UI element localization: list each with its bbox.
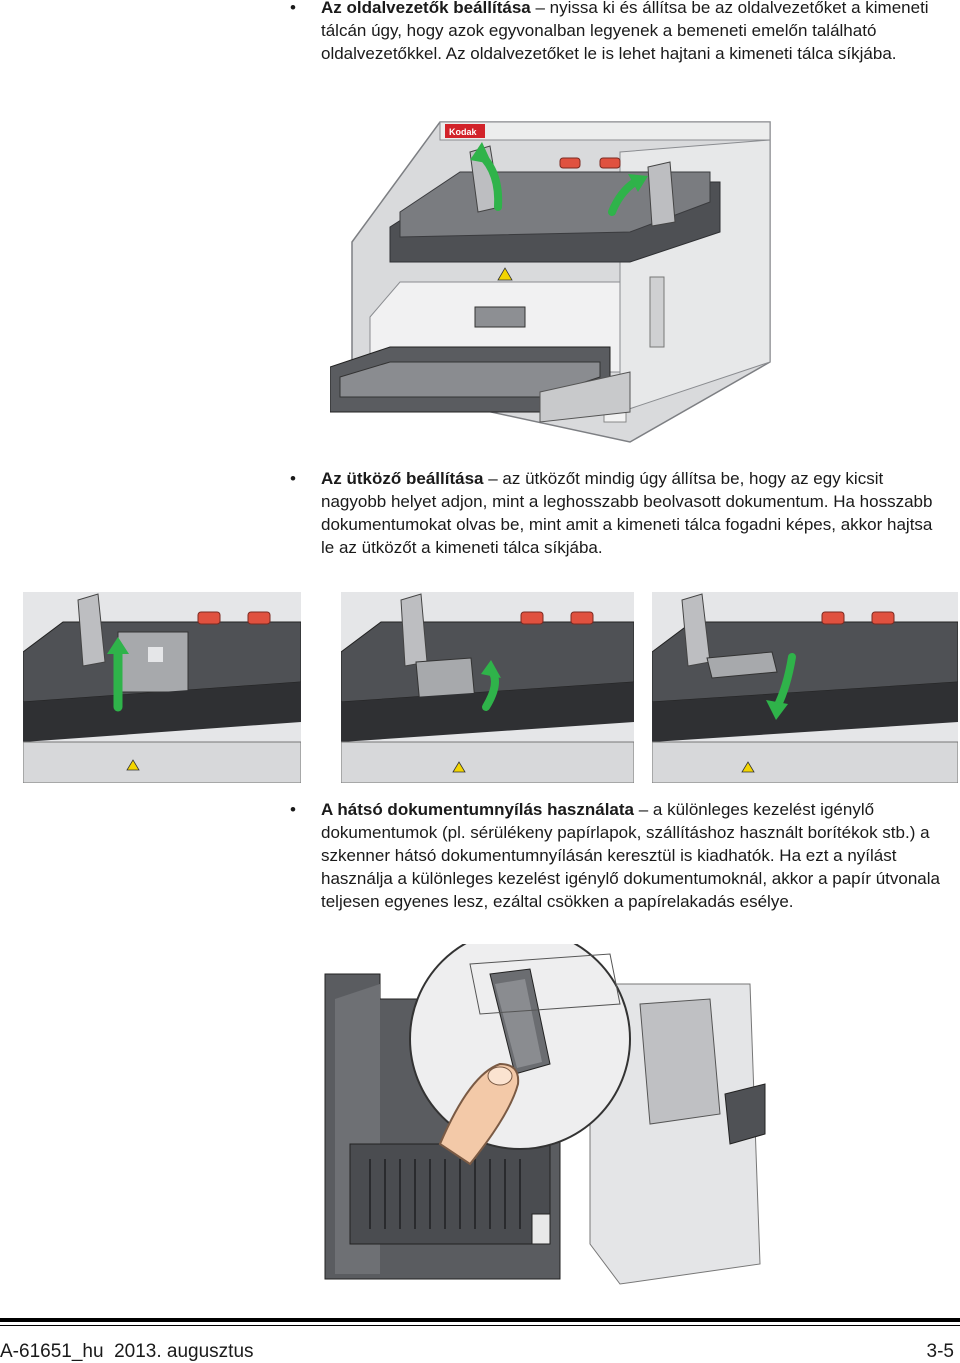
page-number: 3-5 <box>926 1341 954 1362</box>
stopper-up-illustration <box>23 592 301 783</box>
bullet-paragraph: Az ütköző beállítása – az ütközőt mindig… <box>321 469 933 557</box>
bullet-paragraph: Az oldalvezetők beállítása – nyissa ki é… <box>321 0 929 63</box>
footer-rule <box>0 1318 960 1322</box>
bullet-mark: • <box>290 0 296 17</box>
footer-rule <box>0 1325 960 1326</box>
kodak-logo <box>445 124 485 138</box>
stopper-folding-illustration <box>341 592 634 783</box>
rear-exit-illustration <box>320 944 770 1294</box>
bullet-title: Az ütköző beállítása <box>321 469 484 488</box>
stopper-down-illustration <box>652 592 958 783</box>
arrow-up-icon <box>608 178 639 216</box>
bullet-rear-exit: • A hátsó dokumentumnyílás használata – … <box>290 798 940 913</box>
bullet-body: nyissa ki és állítsa be az oldalvezetőke… <box>321 0 929 63</box>
finger-icon <box>438 1062 520 1166</box>
svg-text:Kodak: Kodak <box>449 127 478 137</box>
bullet-paragraph: A hátsó dokumentumnyílás használata – a … <box>321 800 940 911</box>
bullet-title: Az oldalvezetők beállítása <box>321 0 531 17</box>
bullet-mark: • <box>290 469 296 488</box>
bullet-stopper: • Az ütköző beállítása – az ütközőt mind… <box>290 467 940 559</box>
bullet-mark: • <box>290 800 296 819</box>
bullet-side-guides: • Az oldalvezetők beállítása – nyissa ki… <box>290 0 940 65</box>
footer-doc-id: A-61651_hu 2013. augusztus <box>0 1341 254 1362</box>
bullet-body: az ütközőt mindig úgy állítsa be, hogy a… <box>321 469 933 557</box>
bullet-body: a különleges kezelést igénylő dokumentum… <box>321 800 940 911</box>
bullet-title: A hátsó dokumentumnyílás használata <box>321 800 634 819</box>
scanner-side-guides-illustration: Kodak <box>330 112 780 450</box>
